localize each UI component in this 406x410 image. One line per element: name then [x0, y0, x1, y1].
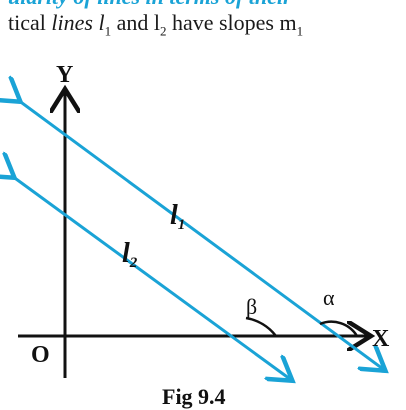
text-part-a: tical — [8, 10, 52, 35]
line-l2 — [12, 176, 290, 379]
line-l1 — [18, 100, 383, 369]
sentence-line: tical lines l1 and l2 have slopes m1 — [8, 12, 303, 42]
text-part-e: have slopes m — [166, 10, 297, 35]
line1-subscript: 1 — [178, 217, 186, 233]
line2-letter: l — [122, 238, 130, 269]
text-sub-c: 1 — [104, 23, 112, 39]
y-axis-label: Y — [56, 62, 73, 88]
line2-subscript: 2 — [129, 255, 138, 271]
angle-arc-alpha — [319, 320, 359, 337]
text-part-d: and l — [111, 10, 160, 35]
angle-beta-label: β — [246, 294, 257, 319]
text-part-b: lines — [51, 10, 93, 35]
x-axis-label: X — [372, 326, 390, 352]
line2-label: l2 — [122, 238, 138, 271]
origin-label: O — [31, 342, 50, 368]
figure-caption: Fig 9.4 — [162, 384, 226, 409]
text-sub-d: 2 — [159, 23, 167, 39]
text-sub-e: 1 — [296, 23, 304, 39]
angle-arc-beta — [245, 316, 277, 337]
line1-letter: l — [170, 200, 178, 231]
text-part-c: l — [92, 10, 105, 35]
clipped-heading-line: ularity of lines in terms of their — [8, 0, 292, 8]
angle-alpha-label: α — [323, 285, 335, 310]
line1-label: l1 — [170, 200, 185, 233]
top-text-block: ularity of lines in terms of their tical… — [0, 0, 406, 56]
